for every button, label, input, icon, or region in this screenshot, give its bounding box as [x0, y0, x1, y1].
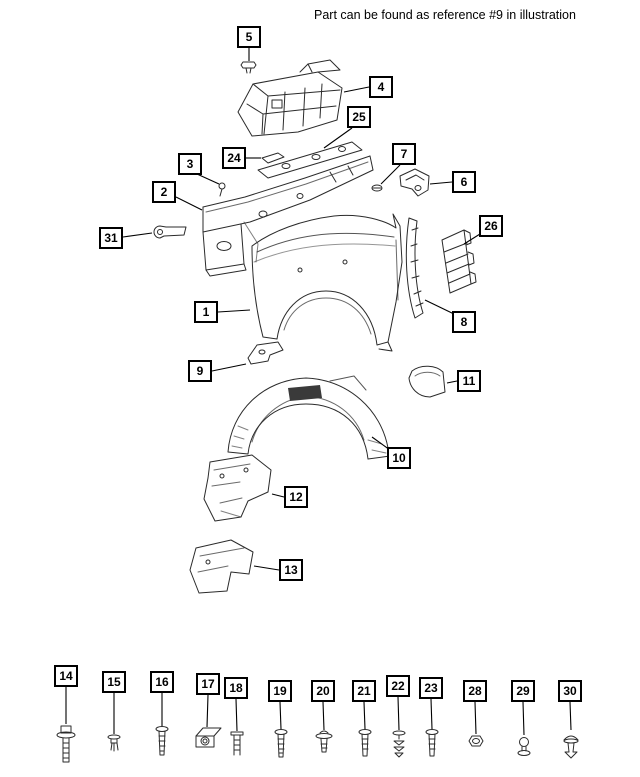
callout-10[interactable]: 10	[387, 447, 411, 469]
leader-line-19	[279, 701, 282, 730]
fender-part-1-icon	[251, 213, 403, 352]
apron-rail-part-2-icon	[202, 155, 374, 277]
fastener-flanged-bolt-14-icon	[56, 725, 76, 763]
seal-part-8-icon	[405, 217, 424, 319]
leader-line-28	[474, 701, 477, 735]
leader-line-1	[217, 309, 251, 313]
leader-line-26	[463, 233, 481, 245]
leader-line-12	[271, 493, 285, 498]
fastener-screw-21-icon	[358, 729, 372, 757]
callout-2[interactable]: 2	[152, 181, 176, 203]
clip-part-7-icon	[371, 184, 383, 192]
support-rail-part-25-icon	[257, 141, 363, 179]
callout-18[interactable]: 18	[224, 677, 248, 699]
fastener-push-pin-20-icon	[315, 730, 333, 753]
leader-line-8	[424, 299, 455, 315]
callout-11[interactable]: 11	[457, 370, 481, 392]
fastener-tree-clip-22-icon	[392, 730, 406, 758]
leader-line-29	[522, 701, 525, 736]
hook-part-31-icon	[153, 225, 187, 239]
callout-15[interactable]: 15	[102, 671, 126, 693]
callout-6[interactable]: 6	[452, 171, 476, 193]
fastener-ball-stud-29-icon	[517, 737, 531, 756]
callout-9[interactable]: 9	[188, 360, 212, 382]
callout-7[interactable]: 7	[392, 143, 416, 165]
callout-4[interactable]: 4	[369, 76, 393, 98]
callout-14[interactable]: 14	[54, 665, 78, 687]
fastener-screw-16-icon	[155, 726, 169, 756]
fastener-push-rivet-15-icon	[107, 734, 121, 752]
leader-lines-layer	[65, 48, 572, 736]
callout-5[interactable]: 5	[237, 26, 261, 48]
fastener-hex-nut-28-icon	[468, 735, 484, 747]
callout-26[interactable]: 26	[479, 215, 503, 237]
leader-line-6	[429, 181, 453, 185]
wheelhouse-liner-part-10-icon	[227, 375, 391, 460]
bracket-part-9-icon	[247, 341, 284, 365]
leader-line-11	[446, 380, 458, 384]
splash-shield-part-12-icon	[203, 454, 272, 522]
callout-8[interactable]: 8	[452, 311, 476, 333]
leader-line-17	[206, 694, 209, 728]
clip-part-5-icon	[240, 61, 257, 74]
leader-line-7	[380, 164, 401, 185]
leader-line-30	[569, 701, 572, 731]
leader-line-4	[343, 86, 370, 93]
leader-line-22	[397, 696, 400, 731]
callout-31[interactable]: 31	[99, 227, 123, 249]
leader-line-25	[323, 127, 353, 149]
callout-22[interactable]: 22	[386, 675, 410, 697]
callout-13[interactable]: 13	[279, 559, 303, 581]
lower-shield-part-13-icon	[189, 539, 254, 594]
callout-28[interactable]: 28	[463, 680, 487, 702]
leader-line-9	[211, 363, 247, 372]
leader-line-31	[122, 232, 153, 238]
callout-24[interactable]: 24	[222, 147, 246, 169]
callout-16[interactable]: 16	[150, 671, 174, 693]
leader-line-23	[430, 698, 433, 730]
fastener-screw-23-icon	[425, 729, 439, 757]
module-bracket-part-4-icon	[237, 59, 343, 137]
leader-line-20	[322, 701, 325, 731]
leader-line-21	[363, 701, 366, 730]
callout-3[interactable]: 3	[178, 153, 202, 175]
vent-part-26-icon	[441, 229, 477, 294]
fastener-mushroom-pin-30-icon	[563, 735, 579, 759]
reference-note: Part can be found as reference #9 in ill…	[314, 8, 576, 22]
bracket-part-24-icon	[261, 152, 285, 164]
callout-21[interactable]: 21	[352, 680, 376, 702]
callout-20[interactable]: 20	[311, 680, 335, 702]
leader-line-18	[235, 698, 238, 732]
callout-29[interactable]: 29	[511, 680, 535, 702]
fastener-u-nut-17-icon	[195, 727, 222, 748]
callout-30[interactable]: 30	[558, 680, 582, 702]
callout-23[interactable]: 23	[419, 677, 443, 699]
fastener-push-clip-18-icon	[230, 731, 244, 756]
callout-1[interactable]: 1	[194, 301, 218, 323]
callout-25[interactable]: 25	[347, 106, 371, 128]
clip-part-3-icon	[218, 182, 226, 197]
leader-line-13	[253, 565, 280, 571]
callout-12[interactable]: 12	[284, 486, 308, 508]
callout-17[interactable]: 17	[196, 673, 220, 695]
callout-19[interactable]: 19	[268, 680, 292, 702]
leader-line-2	[175, 196, 203, 211]
fastener-screw-19-icon	[274, 729, 288, 758]
mudguard-part-11-icon	[408, 365, 446, 398]
bracket-part-6-icon	[399, 168, 430, 197]
leader-line-3	[196, 173, 220, 185]
